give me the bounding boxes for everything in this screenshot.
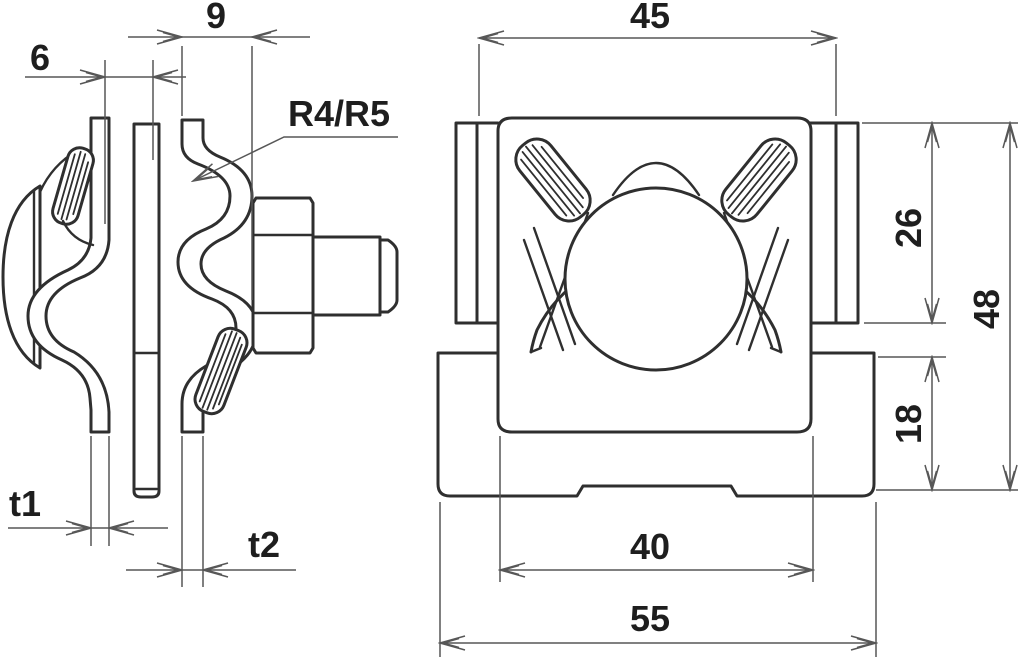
dim-label-48: 48: [966, 289, 1007, 329]
dim-label-9: 9: [206, 0, 226, 36]
bolt-shaft: [311, 235, 399, 317]
contact-pad-front: [51, 146, 95, 226]
side-tab-right: [808, 121, 860, 325]
dimension-total-48: 48: [966, 123, 1010, 490]
dim-label-t1: t1: [9, 483, 41, 524]
spring-inner-arc: [611, 161, 701, 197]
dimension-upper-26: 26: [862, 123, 1018, 323]
dimension-groove-9: 9: [128, 0, 310, 300]
dimension-thickness-t2: t2: [126, 436, 296, 587]
dim-label-26: 26: [888, 208, 929, 248]
dim-label-18: 18: [888, 404, 929, 444]
side-view: [1, 116, 399, 499]
center-plate: [132, 122, 161, 499]
dimensions: 6 9 R4/R5 t1 t2: [8, 0, 1018, 657]
clamp-pad-left: [514, 137, 592, 223]
hex-nut: [251, 196, 315, 355]
dimension-radius-callout: R4/R5: [193, 93, 398, 181]
pad-tail-curve: [61, 219, 95, 247]
front-view: [436, 116, 876, 498]
dimension-width-45: 45: [479, 0, 836, 116]
dimension-thickness-t1: t1: [8, 436, 168, 546]
dim-label-6: 6: [30, 37, 50, 78]
side-tab-left: [454, 121, 500, 325]
clamp-pad-right: [720, 137, 798, 223]
dimension-gap-6: 6: [25, 37, 186, 224]
dim-label-55: 55: [630, 598, 670, 639]
dim-label-t2: t2: [248, 524, 280, 565]
dim-label-radius: R4/R5: [288, 93, 390, 134]
dimension-lower-18: 18: [876, 357, 1018, 490]
dim-label-40: 40: [630, 526, 670, 567]
conductor-circle: [563, 186, 749, 372]
contact-pad-rear: [193, 326, 249, 416]
front-strap: [26, 116, 111, 434]
dimension-base-55: 55: [440, 502, 876, 657]
dimension-inner-40: 40: [500, 436, 813, 582]
dim-label-45: 45: [630, 0, 670, 36]
